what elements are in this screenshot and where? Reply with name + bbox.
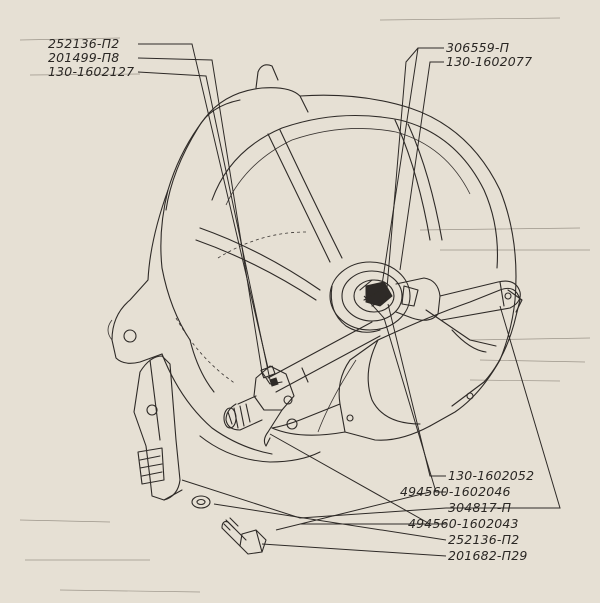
release-shaft-assembly (133, 321, 381, 555)
callout-306559-p: 306559-П (446, 40, 510, 55)
callout-labels: 252136-П2 201499-П8 130-1602127 306559-П… (48, 36, 534, 563)
callout-201682-p29: 201682-П29 (448, 548, 528, 563)
clutch-housing (107, 64, 523, 463)
callout-494560-1602046: 494560-1602046 (400, 484, 511, 499)
callout-304817-p: 304817-П (448, 500, 512, 515)
callout-494560-1602043: 494560-1602043 (408, 516, 519, 531)
callout-130-1602052: 130-1602052 (448, 468, 534, 483)
callout-130-1602127: 130-1602127 (48, 64, 134, 79)
callout-130-1602077: 130-1602077 (446, 54, 532, 69)
callout-252136-p2-bottom: 252136-П2 (448, 532, 519, 547)
callout-252136-p2-top: 252136-П2 (48, 36, 119, 51)
callout-201499-p8: 201499-П8 (48, 50, 119, 65)
leader-lines (137, 43, 561, 557)
